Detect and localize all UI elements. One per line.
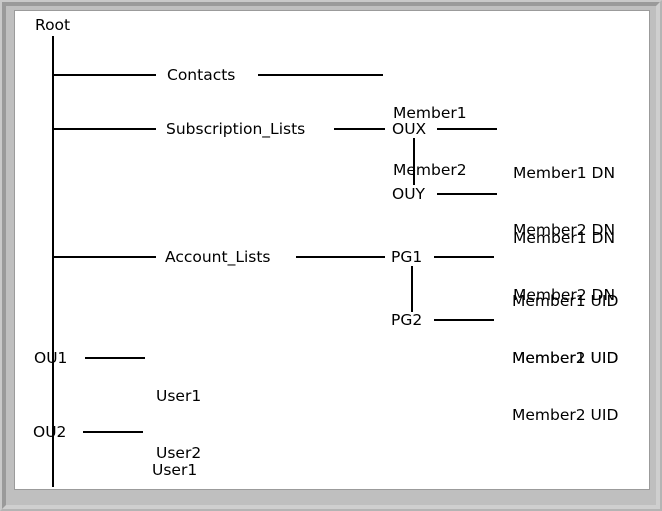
leaf-pg1-members[interactable]: Member1 UID Member2 UID bbox=[512, 254, 618, 406]
leaf-line-contacts-member1: Member1 bbox=[393, 104, 467, 122]
leaf-line-ou1-user2: User2 bbox=[156, 444, 202, 462]
leaf-contacts-members[interactable]: Member1 Member2 bbox=[393, 66, 467, 218]
leaf-line-contacts-member2: Member2 bbox=[393, 161, 467, 179]
node-oux[interactable]: OUX bbox=[392, 120, 427, 138]
node-subscription-lists[interactable]: Subscription_Lists bbox=[166, 120, 306, 138]
leaf-pg2-members[interactable]: Member1 UID Member2 UID bbox=[512, 311, 618, 463]
node-ou1[interactable]: OU1 bbox=[34, 349, 68, 367]
leaf-oux-members[interactable]: Member1 DN Member2 DN bbox=[513, 126, 615, 278]
leaf-line-pg1-member1: Member1 UID bbox=[512, 292, 619, 310]
node-ou2[interactable]: OU2 bbox=[33, 423, 67, 441]
leaf-line-oux-member1: Member1 DN bbox=[513, 164, 616, 182]
leaf-line-pg2-member2: Member2 UID bbox=[512, 406, 619, 424]
leaf-line-ou1-user1: User1 bbox=[156, 387, 202, 405]
leaf-line-oux-member2: Member2 DN bbox=[513, 221, 616, 239]
diagram-canvas bbox=[14, 10, 650, 490]
node-contacts[interactable]: Contacts bbox=[167, 66, 236, 84]
leaf-line-ouy-member2: Member2 DN bbox=[513, 286, 616, 304]
leaf-ouy-members[interactable]: Member1 DN Member2 DN bbox=[513, 191, 615, 343]
leaf-ou2-users[interactable]: User1 User2 bbox=[152, 423, 197, 511]
node-ouy[interactable]: OUY bbox=[392, 185, 426, 203]
leaf-line-ou2-user1: User1 bbox=[152, 461, 198, 479]
leaf-line-pg1-member2: Member2 UID bbox=[512, 349, 619, 367]
node-pg1[interactable]: PG1 bbox=[391, 248, 423, 266]
leaf-ou1-users[interactable]: User1 User2 bbox=[156, 349, 201, 501]
node-account-lists[interactable]: Account_Lists bbox=[165, 248, 271, 266]
leaf-line-ouy-member1: Member1 DN bbox=[513, 229, 616, 247]
node-root[interactable]: Root bbox=[35, 16, 71, 34]
node-pg2[interactable]: PG2 bbox=[391, 311, 423, 329]
leaf-line-pg2-member1: Member1 UID bbox=[512, 349, 619, 367]
